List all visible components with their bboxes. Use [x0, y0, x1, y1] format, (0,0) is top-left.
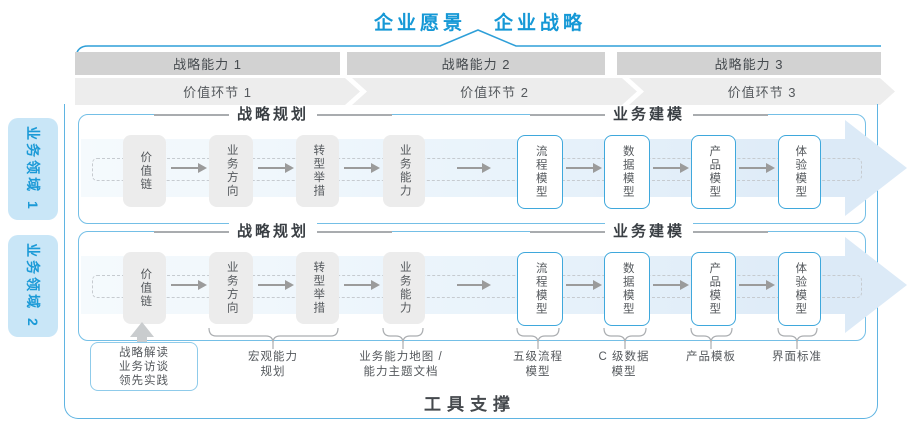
flow-arrow-icon: [739, 163, 775, 173]
flow-arrow-icon: [457, 280, 491, 290]
business-modeling-title: 业务建模: [604, 105, 693, 125]
product-model-box: 产品模型: [691, 252, 736, 326]
practice-line-1: 战略解读: [119, 346, 169, 359]
header-left-line: [153, 231, 229, 233]
data-model-box: 数据模型: [604, 135, 650, 209]
value-chain-box: 价值链: [123, 135, 166, 207]
capability-bar-1: 战略能力 1: [75, 52, 340, 75]
flow-arrow-icon: [739, 280, 775, 290]
header-right-line: [693, 231, 768, 233]
section-header-business-modeling: 业务建模: [509, 222, 789, 242]
flow-arrow-icon: [653, 280, 689, 290]
business-domain-1-text: 业务领域 1: [25, 126, 41, 212]
domain-2-panel: 战略规划 业务建模 价值链 业务方向 转型举措 业务能力 流程模型 数据模型 产…: [78, 222, 907, 341]
value-link-chevron-3: 价值环节 3: [629, 78, 895, 105]
business-domain-1-label: 业务领域 1: [8, 118, 58, 220]
flow-arrow-icon: [653, 163, 689, 173]
flow-arrow-icon: [258, 280, 294, 290]
business-domain-2-text: 业务领域 2: [25, 243, 41, 329]
vision-title: 企业愿景: [374, 13, 467, 34]
capability-bar-3: 战略能力 3: [617, 52, 881, 75]
flow-arrow-icon: [457, 163, 491, 173]
value-link-chevron-2: 价值环节 2: [352, 78, 637, 105]
header-left-line: [153, 114, 229, 116]
flow-band-arrowhead-icon: [845, 120, 907, 216]
strategic-planning-title: 战略规划: [228, 105, 317, 125]
flow-arrow-icon: [344, 280, 380, 290]
value-link-chevron-1: 价值环节 1: [75, 78, 360, 105]
capability-bar-2: 战略能力 2: [347, 52, 605, 75]
process-model-box: 流程模型: [517, 135, 563, 209]
interface-standard-label: 界面标准: [772, 351, 822, 363]
business-domain-2-label: 业务领域 2: [8, 235, 58, 337]
data-model-box: 数据模型: [604, 252, 650, 326]
flow-band-arrowhead-icon: [845, 237, 907, 333]
flow-arrow-icon: [566, 163, 602, 173]
c-level-data-label: C 级数据 模型: [598, 351, 650, 378]
value-chain-box: 价值链: [123, 252, 166, 324]
section-header-strategic-planning: 战略规划: [133, 105, 413, 125]
section-header-strategic-planning: 战略规划: [133, 222, 413, 242]
strategic-planning-title: 战略规划: [228, 222, 317, 242]
strategy-practice-box: 战略解读 业务访谈 领先实践: [90, 342, 198, 391]
header-right-line: [317, 231, 392, 233]
process-model-box: 流程模型: [517, 252, 563, 326]
transformation-initiative-box: 转型举措: [296, 252, 339, 324]
practice-line-3: 领先实践: [119, 374, 169, 387]
domain-1-panel: 战略规划 业务建模 价值链 业务方向 转型举措 业务能力 流程模型 数据模型 产…: [78, 105, 907, 224]
header-left-line: [529, 231, 605, 233]
capability-map-label: 业务能力地图 / 能力主题文档: [359, 351, 443, 378]
transformation-initiative-box: 转型举措: [296, 135, 339, 207]
business-modeling-title: 业务建模: [604, 222, 693, 242]
practice-line-2: 业务访谈: [119, 360, 169, 373]
business-direction-box: 业务方向: [209, 252, 253, 324]
header-left-line: [529, 114, 605, 116]
macro-capability-label: 宏观能力 规划: [248, 351, 298, 378]
experience-model-box: 体验模型: [778, 135, 821, 209]
business-capability-box: 业务能力: [383, 135, 425, 207]
header-right-line: [317, 114, 392, 116]
business-capability-box: 业务能力: [383, 252, 425, 324]
dashed-track: [92, 158, 862, 181]
flow-arrow-icon: [258, 163, 294, 173]
business-direction-box: 业务方向: [209, 135, 253, 207]
flow-arrow-icon: [171, 280, 207, 290]
tool-support-title: 工具支撑: [424, 395, 516, 414]
dashed-track: [92, 275, 862, 298]
flow-arrow-icon: [344, 163, 380, 173]
flow-arrow-icon: [566, 280, 602, 290]
strategy-title: 企业战略: [494, 13, 587, 34]
section-header-business-modeling: 业务建模: [509, 105, 789, 125]
experience-model-box: 体验模型: [778, 252, 821, 326]
product-model-box: 产品模型: [691, 135, 736, 209]
header-right-line: [693, 114, 768, 116]
five-level-process-label: 五级流程 模型: [513, 351, 563, 378]
product-template-label: 产品模板: [686, 351, 736, 363]
flow-arrow-icon: [171, 163, 207, 173]
